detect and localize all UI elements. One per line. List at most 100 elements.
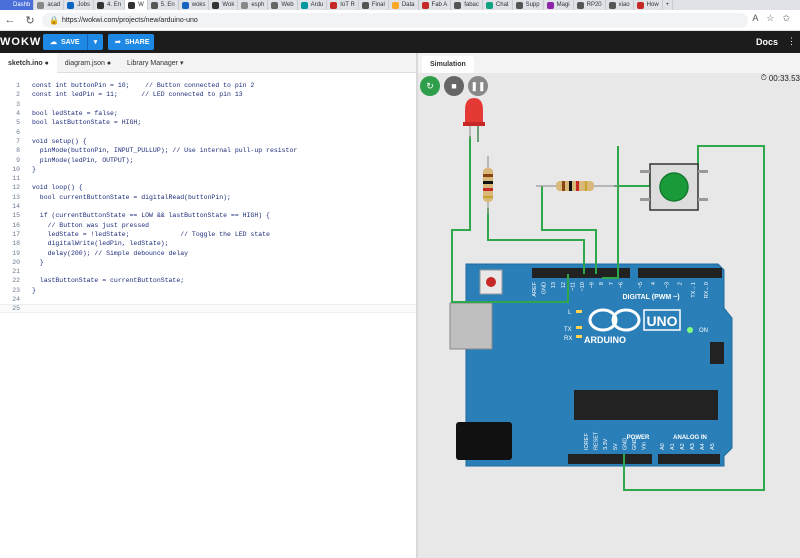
- pin-label: ~9: [590, 282, 596, 288]
- line-number: 12: [12, 184, 20, 192]
- browser-tab-label: 5. En: [160, 2, 175, 8]
- browser-tab[interactable]: acad: [34, 0, 65, 10]
- tab-library-manager[interactable]: Library Manager ▾: [127, 60, 184, 67]
- wire-button-gnd: [623, 145, 765, 491]
- code-text: digitalWrite(ledPin, ledState);: [32, 240, 169, 248]
- new-tab-button[interactable]: +: [663, 0, 674, 10]
- browser-tab[interactable]: Final: [359, 0, 389, 10]
- code-line[interactable]: 11: [0, 174, 416, 183]
- browser-tab[interactable]: Fab A: [419, 0, 452, 10]
- arduino-uno-board[interactable]: UNO ARDUINO DIGITAL (PWM ~) POWER ANALOG…: [449, 263, 733, 467]
- wokwi-header: WOKWI: [0, 31, 800, 53]
- favorites-icon[interactable]: ✩: [782, 13, 790, 23]
- code-line[interactable]: 20 }: [0, 258, 416, 267]
- browser-tab[interactable]: xiao: [606, 0, 634, 10]
- tab-diagram-json[interactable]: diagram.json ●: [64, 59, 112, 67]
- power-pin-label: GND: [632, 438, 638, 450]
- docs-link[interactable]: Docs: [755, 37, 778, 47]
- pause-button[interactable]: ❚❚: [468, 76, 488, 96]
- line-number: 23: [12, 286, 20, 294]
- chevron-down-icon[interactable]: ▾: [87, 34, 103, 50]
- browser-tab[interactable]: Wok: [209, 0, 239, 10]
- browser-tab[interactable]: woks: [179, 0, 210, 10]
- browser-tab[interactable]: Magi: [544, 0, 574, 10]
- save-button[interactable]: ☁ SAVE ▾: [43, 34, 103, 50]
- code-line[interactable]: 21: [0, 267, 416, 276]
- resistor-led[interactable]: [483, 156, 493, 214]
- code-line[interactable]: 18 digitalWrite(ledPin, ledState);: [0, 239, 416, 248]
- favicon-icon: [300, 1, 308, 9]
- browser-tab[interactable]: RP20: [574, 0, 606, 10]
- browser-tab[interactable]: Web: [268, 0, 298, 10]
- more-icon[interactable]: ⋮: [787, 36, 796, 46]
- address-bar[interactable]: 🔒 https://wokwi.com/projects/new/arduino…: [42, 13, 748, 28]
- browser-tab[interactable]: How: [634, 0, 663, 10]
- browser-tab[interactable]: Dashb: [0, 0, 35, 10]
- share-button[interactable]: ➦ SHARE: [108, 34, 154, 50]
- code-line[interactable]: 9 pinMode(ledPin, OUTPUT);: [0, 155, 416, 164]
- browser-tab[interactable]: W: [125, 0, 148, 10]
- panel-divider[interactable]: [416, 53, 418, 558]
- tab-sketch-ino[interactable]: sketch.ino ●: [0, 53, 57, 73]
- power-pin-label: IOREF: [584, 433, 590, 450]
- favicon-icon: [391, 1, 399, 9]
- code-line[interactable]: 24: [0, 295, 416, 304]
- tab-simulation[interactable]: Simulation: [422, 56, 474, 73]
- analog-pin-label: A5: [710, 443, 716, 450]
- code-line[interactable]: 22 lastButtonState = currentButtonState;: [0, 276, 416, 285]
- browser-tab[interactable]: 5. En: [148, 0, 179, 10]
- cloud-icon: ☁: [50, 39, 57, 46]
- power-pin-label: RESET: [594, 431, 600, 450]
- red-led[interactable]: [463, 98, 485, 142]
- stop-button[interactable]: ■: [444, 76, 464, 96]
- browser-tab[interactable]: 4. En: [94, 0, 126, 10]
- code-line[interactable]: 3: [0, 100, 416, 109]
- restart-button[interactable]: ↻: [420, 76, 440, 96]
- browser-tab[interactable]: Ardu: [298, 0, 328, 10]
- line-number: 11: [12, 175, 20, 183]
- favicon-icon: [67, 1, 75, 9]
- code-line[interactable]: 25: [0, 304, 416, 314]
- pin-label: RX←0: [704, 282, 710, 298]
- refresh-icon[interactable]: ↻: [25, 14, 35, 27]
- browser-tab[interactable]: fabac: [451, 0, 483, 10]
- code-line[interactable]: 6: [0, 128, 416, 137]
- pushbutton[interactable]: [640, 163, 708, 211]
- favicon-icon: [485, 1, 493, 9]
- browser-tab[interactable]: IoT R: [327, 0, 359, 10]
- browser-tab[interactable]: Supp: [513, 0, 544, 10]
- code-line[interactable]: 13 bool currentButtonState = digitalRead…: [0, 193, 416, 202]
- browser-tab[interactable]: esph: [238, 0, 269, 10]
- favicon-icon: [454, 1, 462, 9]
- code-line[interactable]: 23}: [0, 286, 416, 295]
- browser-tab[interactable]: Chat: [483, 0, 513, 10]
- resistor-button[interactable]: [536, 181, 618, 191]
- code-line[interactable]: 10}: [0, 165, 416, 174]
- code-line[interactable]: 15 if (currentButtonState == LOW && last…: [0, 211, 416, 220]
- code-line[interactable]: 17 ledState = !ledState; // Toggle the L…: [0, 230, 416, 239]
- code-line[interactable]: 16 // Button was just pressed: [0, 221, 416, 230]
- favicon-icon: [181, 1, 189, 9]
- favorite-icon[interactable]: ☆: [766, 13, 775, 23]
- browser-tab[interactable]: Jobs: [64, 0, 95, 10]
- browser-tab-label: Data: [401, 2, 415, 8]
- wire-button-pin10: [602, 146, 619, 279]
- code-line[interactable]: 8 pinMode(buttonPin, INPUT_PULLUP); // U…: [0, 146, 416, 155]
- line-number: 2: [16, 91, 20, 99]
- back-icon[interactable]: ←: [4, 14, 16, 26]
- browser-tab-label: IoT R: [340, 2, 355, 8]
- line-number: 9: [16, 156, 20, 164]
- code-line[interactable]: 14: [0, 202, 416, 211]
- code-line[interactable]: 19 delay(200); // Simple debounce delay: [0, 248, 416, 257]
- browser-tab[interactable]: Data: [389, 0, 419, 10]
- read-aloud-icon[interactable]: A: [752, 13, 759, 23]
- pin-label: 13: [551, 282, 557, 288]
- editor-tabs: sketch.ino ● diagram.json ● Library Mana…: [0, 53, 416, 73]
